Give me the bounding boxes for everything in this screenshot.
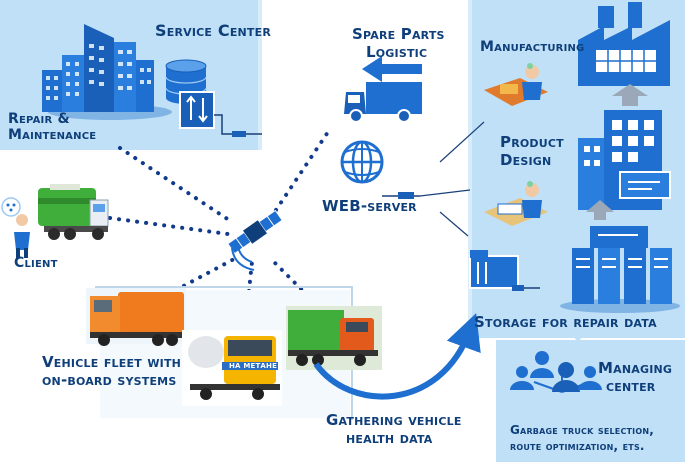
repair-maintenance-label-line2: Maintenance bbox=[8, 127, 97, 143]
vehicle-fleet-label-line2: on-board systems bbox=[42, 371, 177, 389]
spare-parts-label-line2: Logistic bbox=[366, 43, 428, 61]
arrow-icon bbox=[362, 56, 422, 82]
gathering-label-line1: Gathering vehicle bbox=[326, 411, 462, 429]
product-design-label-line2: Design bbox=[500, 151, 552, 169]
office-building-icon bbox=[578, 110, 671, 220]
cable-icon bbox=[214, 114, 262, 137]
storage-label: Storage for repair data bbox=[474, 313, 657, 331]
signal-waves bbox=[231, 245, 255, 271]
managing-center-label-line1: Managing bbox=[598, 359, 673, 377]
managing-center-label-line2: center bbox=[606, 377, 656, 395]
repair-maintenance-label-line1: Repair & bbox=[8, 111, 70, 127]
managing-desc-line2: route optimization, ets. bbox=[510, 439, 645, 453]
satellite-icon bbox=[227, 209, 283, 255]
client-truck-icon bbox=[38, 184, 109, 240]
city-icon bbox=[42, 24, 172, 120]
managing-desc-line1: Garbage truck selection, bbox=[510, 423, 655, 437]
gathering-arrow bbox=[313, 313, 481, 400]
gathering-label-line2: health data bbox=[346, 429, 433, 447]
delivery-truck-icon bbox=[344, 82, 422, 123]
factory-icon bbox=[578, 2, 670, 106]
fleet-truck-yellow bbox=[182, 330, 282, 406]
people-network-icon bbox=[510, 351, 602, 393]
server-rack-icon bbox=[560, 226, 680, 313]
designer-worker-icon bbox=[484, 181, 548, 226]
product-design-label-line1: Product bbox=[500, 133, 564, 151]
truck-sign-label: НА МЕТАНЕ bbox=[229, 362, 278, 370]
server-cable-icon bbox=[382, 192, 420, 199]
worker-icon bbox=[484, 63, 548, 106]
folder-icon bbox=[469, 250, 540, 291]
fleet-truck-orange bbox=[86, 288, 186, 346]
spare-parts-label-line1: Spare Parts bbox=[352, 25, 445, 43]
fleet-truck-green bbox=[286, 306, 382, 370]
connection-dots bbox=[108, 130, 330, 304]
client-label: Client bbox=[14, 255, 58, 271]
connector-lines bbox=[419, 121, 485, 237]
client-person-icon bbox=[1, 197, 30, 258]
vehicle-fleet-label-line1: Vehicle fleet with bbox=[42, 353, 182, 371]
database-icon bbox=[165, 59, 215, 129]
web-server-label: WEB-server bbox=[322, 197, 417, 215]
managing-center-panel bbox=[496, 330, 685, 462]
manufacturing-label: Manufacturing bbox=[480, 39, 585, 55]
service-center-label: Service Center bbox=[155, 21, 272, 40]
globe-icon bbox=[340, 140, 384, 184]
